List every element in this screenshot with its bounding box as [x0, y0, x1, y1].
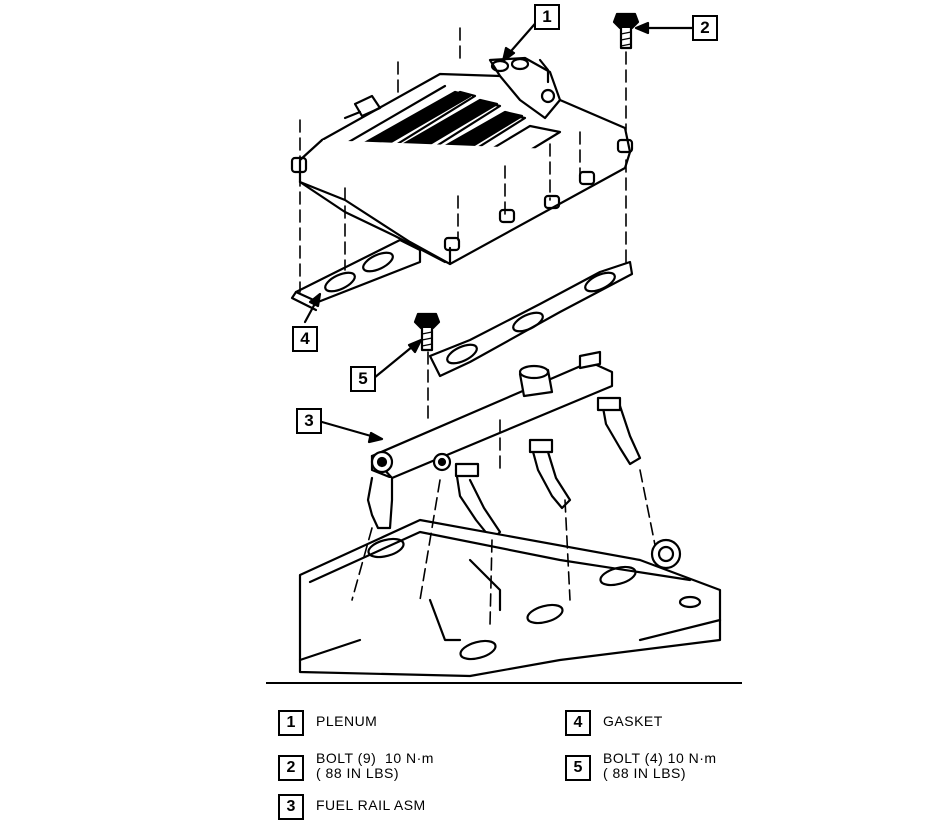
legend-item-bolt-9: 2 BOLT (9) 10 N·m ( 88 IN LBS) [278, 751, 434, 781]
legend-label: BOLT (9) 10 N·m ( 88 IN LBS) [316, 750, 434, 781]
callout-bolt-9: 2 [692, 15, 718, 41]
legend-item-bolt-4: 5 BOLT (4) 10 N·m ( 88 IN LBS) [565, 751, 717, 781]
legend-number: 4 [565, 710, 591, 736]
legend-item-plenum: 1 PLENUM [278, 710, 377, 736]
exploded-view-diagram [290, 12, 722, 678]
legend-label: PLENUM [316, 713, 378, 729]
callout-gasket: 4 [292, 326, 318, 352]
plenum-drawing [290, 56, 634, 266]
callout-plenum: 1 [534, 4, 560, 30]
fuel-rail-drawing [366, 350, 642, 542]
leader-lines [303, 16, 694, 444]
legend-item-gasket: 4 GASKET [565, 710, 663, 736]
legend-label: FUEL RAIL ASM [316, 797, 426, 813]
legend-label: GASKET [603, 713, 663, 729]
legend-number: 2 [278, 755, 304, 781]
legend-number: 5 [565, 755, 591, 781]
legend-label: BOLT (4) 10 N·m ( 88 IN LBS) [603, 750, 717, 781]
lower-manifold-drawing [298, 518, 722, 678]
legend-divider [266, 682, 742, 684]
bolt-5-drawing [413, 312, 441, 352]
legend-item-fuel-rail: 3 FUEL RAIL ASM [278, 794, 426, 820]
legend-number: 1 [278, 710, 304, 736]
callout-fuel-rail: 3 [296, 408, 322, 434]
bolt-2-drawing [612, 12, 640, 50]
callout-bolt-4: 5 [350, 366, 376, 392]
legend-number: 3 [278, 794, 304, 820]
alignment-lines [299, 27, 656, 626]
